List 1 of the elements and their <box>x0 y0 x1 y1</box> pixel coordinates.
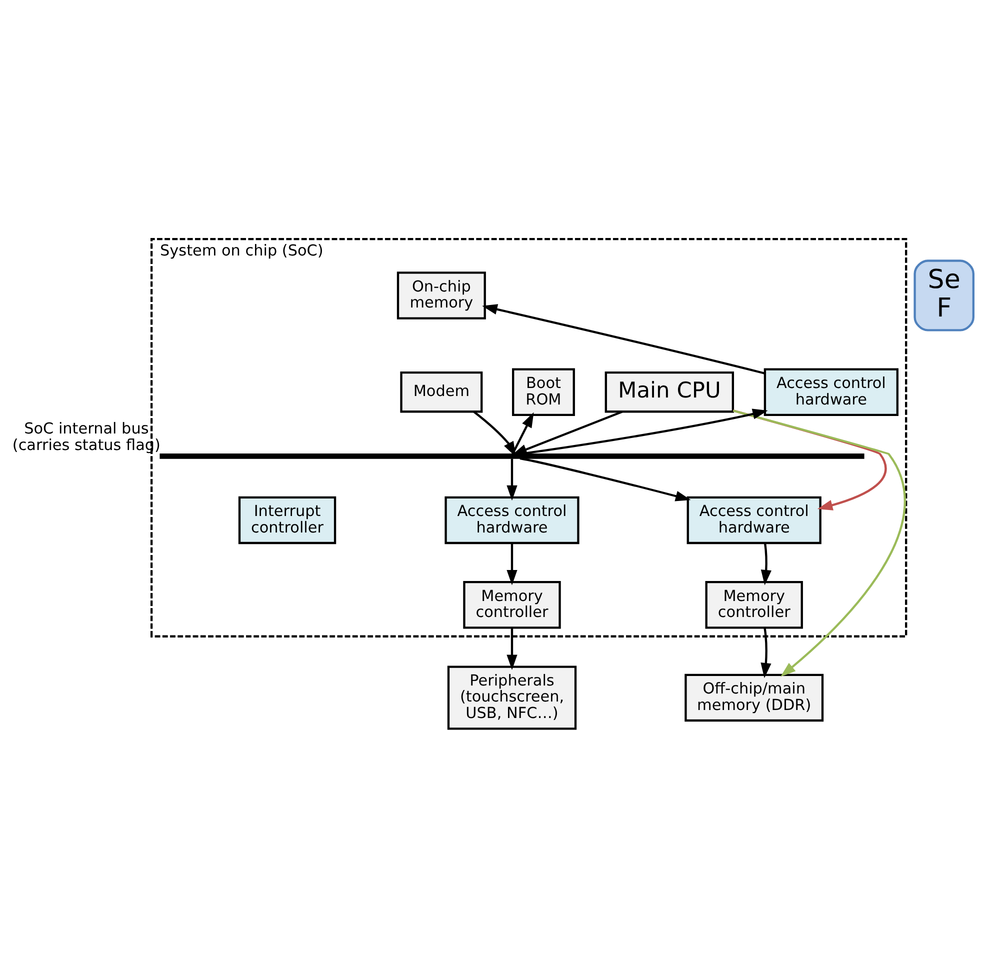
node-label: SoC internal bus <box>24 419 149 438</box>
